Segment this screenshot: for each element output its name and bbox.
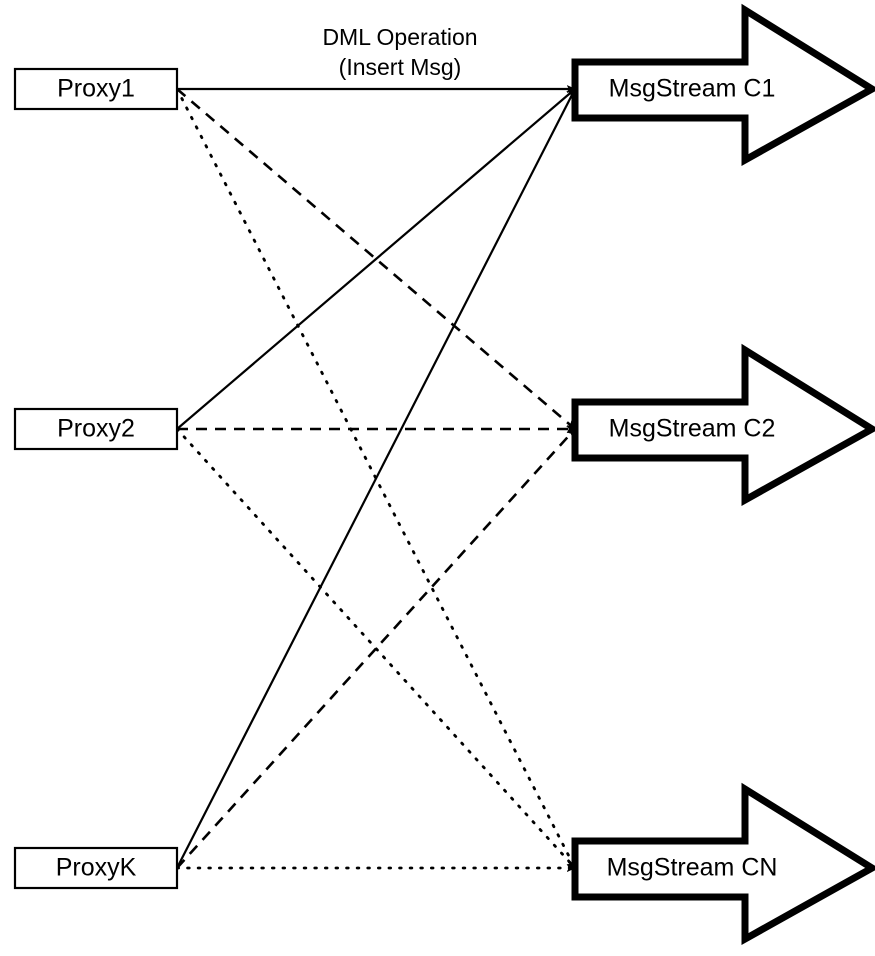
proxy-box-shape <box>13 67 179 111</box>
proxy-node-proxy1[interactable]: Proxy1 <box>13 67 179 111</box>
link-p2-c1 <box>176 88 576 430</box>
stream-label: MsgStream CN <box>607 854 778 882</box>
link-pk-c2 <box>176 428 576 869</box>
links-layer <box>175 84 577 873</box>
stream-arrow-shape <box>571 782 875 945</box>
proxy-label: Proxy2 <box>57 415 135 443</box>
stream-label: MsgStream C2 <box>609 415 776 443</box>
proxy-label: Proxy1 <box>57 75 135 103</box>
edge-label-line2: (Insert Msg) <box>339 54 462 80</box>
edge-label-line1: DML Operation <box>322 24 477 50</box>
proxy-label: ProxyK <box>56 854 137 882</box>
stream-node-stream_c2[interactable]: MsgStream C2 <box>571 343 875 506</box>
proxy-node-proxy2[interactable]: Proxy2 <box>13 407 179 451</box>
stream-node-stream_c1[interactable]: MsgStream C1 <box>571 3 875 166</box>
streams-layer: MsgStream C1 MsgStream C2 MsgStream CN <box>571 3 875 945</box>
proxy-box-shape <box>13 407 179 451</box>
proxy-box-shape <box>13 846 179 890</box>
stream-node-stream_cn[interactable]: MsgStream CN <box>571 782 875 945</box>
link-pk-c1 <box>176 88 576 869</box>
stream-arrow-shape <box>571 343 875 506</box>
proxy-node-proxyK[interactable]: ProxyK <box>13 846 179 890</box>
stream-arrow-shape <box>571 3 875 166</box>
link-p2-cn <box>175 427 577 870</box>
stream-label: MsgStream C1 <box>609 75 776 103</box>
